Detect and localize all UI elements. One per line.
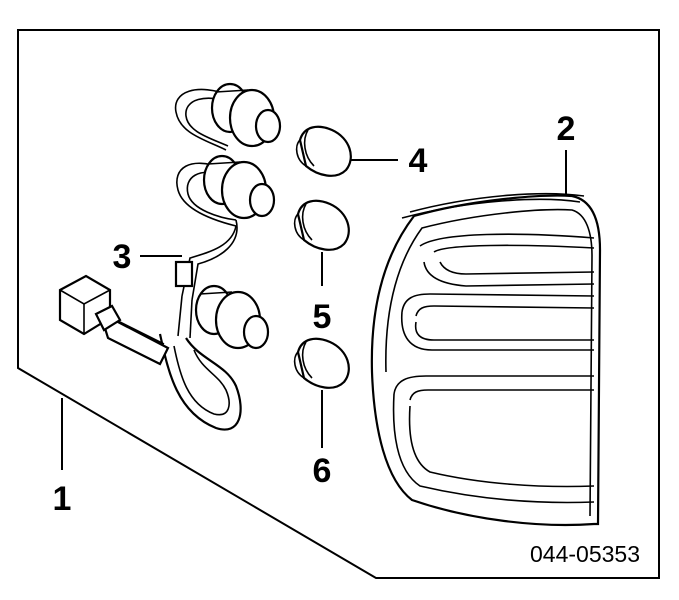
socket-and-wire-harness [58,82,282,431]
rear-combination-lamp-lens [370,192,602,527]
callout-5: 5 [313,298,332,336]
callout-1: 1 [53,480,72,518]
bulb-socket-upper [210,82,282,148]
bulb-6 [293,337,350,389]
bulb-socket-lower [194,284,270,350]
bulb-4 [295,125,352,177]
callout-4: 4 [409,142,428,180]
bulb-5 [293,199,350,251]
harness-connector [58,274,170,366]
callout-2: 2 [557,110,576,148]
assembly-frame [17,29,660,579]
callout-6: 6 [313,452,332,490]
bulb-socket-middle [202,154,276,220]
callout-3: 3 [113,238,132,276]
illustration-part-number: 044-05353 [530,541,640,567]
